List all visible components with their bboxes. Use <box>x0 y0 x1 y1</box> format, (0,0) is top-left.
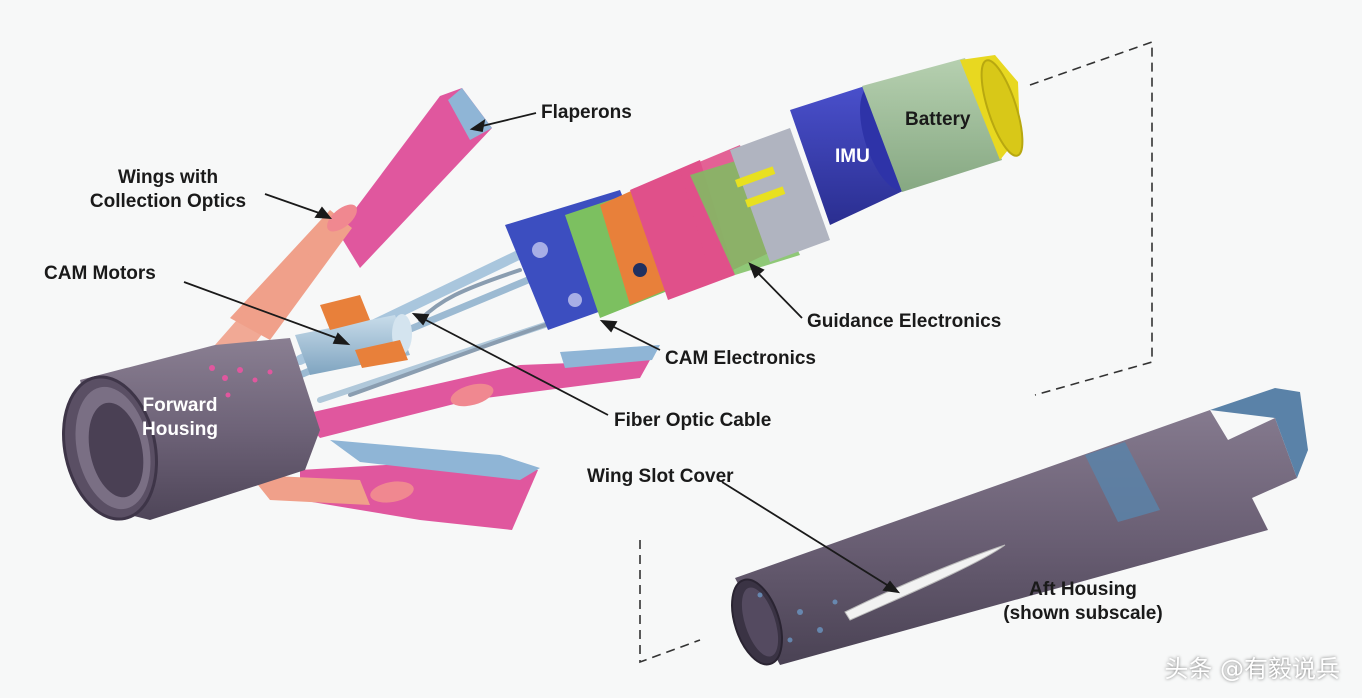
label-forward-housing: Forward Housing <box>120 394 240 442</box>
label-forward-line1: Forward <box>142 395 218 416</box>
label-flaperons: Flaperons <box>541 102 632 123</box>
label-cam-motors: CAM Motors <box>44 263 156 284</box>
label-aft-line2: (shown subscale) <box>1003 602 1163 624</box>
label-aft-housing: Aft Housing (shown subscale) <box>978 578 1188 626</box>
label-wings-collection-optics: Wings with Collection Optics <box>68 166 268 214</box>
label-forward-line2: Housing <box>142 418 218 440</box>
leader-lines <box>183 112 901 594</box>
forward-housing <box>62 338 320 521</box>
watermark: 头条 @有毅说兵 <box>1164 655 1340 683</box>
label-aft-line1: Aft Housing <box>1029 579 1137 600</box>
aft-housing-illustration <box>731 388 1308 666</box>
battery-section <box>862 55 1024 192</box>
label-guidance-electronics: Guidance Electronics <box>807 311 1002 332</box>
label-imu: IMU <box>835 146 870 167</box>
dashed-leader <box>639 40 1153 664</box>
wing-lower <box>250 440 540 530</box>
cam-motors <box>295 295 412 375</box>
label-cam-electronics: CAM Electronics <box>665 348 816 369</box>
label-wings-line1: Wings with <box>117 167 219 188</box>
label-fiber-optic-cable: Fiber Optic Cable <box>614 410 772 431</box>
label-wings-line2: Collection Optics <box>89 190 247 212</box>
avionics-stack <box>505 128 830 330</box>
wing-upper-left <box>215 204 357 360</box>
flaperon-upper <box>338 88 492 268</box>
wing-mid-right <box>300 345 660 438</box>
label-battery: Battery <box>905 109 971 130</box>
label-wing-slot-cover: Wing Slot Cover <box>587 466 734 487</box>
